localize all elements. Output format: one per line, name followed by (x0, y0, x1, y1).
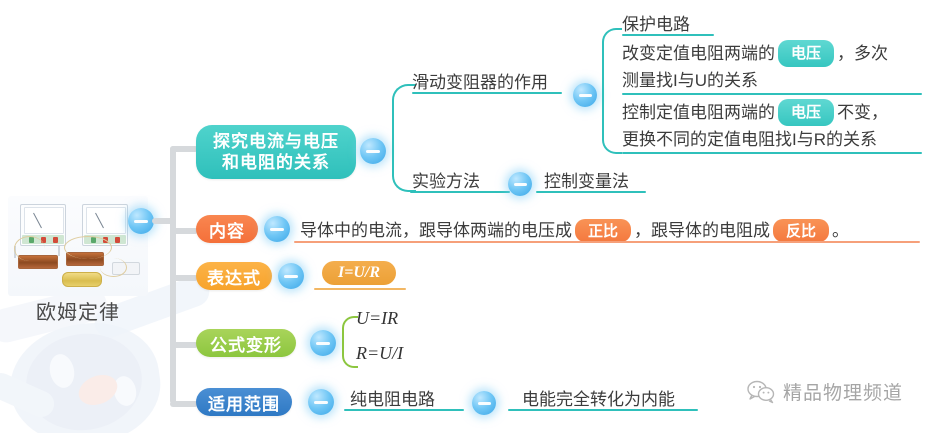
node-ohm-statement[interactable]: 导体中的电流，跟导体两端的电压成正比，跟导体的电阻成反比。 (300, 216, 849, 243)
statement-pre: 导体中的电流，跟导体两端的电压成 (300, 221, 572, 240)
bracket-teal-level3 (602, 28, 622, 154)
badge-direct-proportion: 正比 (575, 219, 632, 243)
collapse-button-investigation[interactable] (360, 138, 386, 164)
branch-stub (170, 275, 198, 281)
badge-voltage: 电压 (778, 40, 835, 68)
node-control-voltage[interactable]: 控制定值电阻两端的电压不变， 更换不同的定值电阻找I与R的关系 (622, 99, 922, 152)
circuit-diagram-image (8, 196, 148, 296)
branch-stub (170, 342, 198, 348)
battery-icon (62, 272, 102, 287)
badge-inverse-proportion: 反比 (773, 219, 830, 243)
collapse-button-root[interactable] (128, 208, 154, 234)
node-text-line2: 更换不同的定值电阻找I与R的关系 (622, 130, 877, 150)
underline-amber (314, 288, 406, 290)
underline-orange (294, 241, 920, 243)
root-label: 欧姆定律 (36, 302, 120, 324)
node-slide-rheostat-role[interactable]: 滑动变阻器的作用 (412, 73, 548, 92)
collapse-button-pure-resistive[interactable] (472, 391, 496, 415)
underline-teal (412, 92, 562, 94)
collapse-button-expression[interactable] (278, 263, 304, 289)
node-energy-conversion[interactable]: 电能完全转化为内能 (522, 390, 675, 409)
node-text-post: 不变， (837, 103, 889, 122)
trunk-connector (152, 218, 174, 224)
collapse-button-content[interactable] (264, 216, 290, 242)
branch-label-expression[interactable]: 表达式 (196, 262, 272, 290)
branch-label-investigation[interactable]: 探究电流与电压 和电阻的关系 (196, 125, 356, 179)
underline-teal (622, 93, 922, 95)
badge-voltage: 电压 (778, 99, 835, 127)
node-text-pre: 控制定值电阻两端的 (622, 103, 775, 122)
branch-stub (170, 401, 198, 407)
node-text-pre: 改变定值电阻两端的 (622, 44, 775, 63)
formula-badge-ohm-law: I=U/R (322, 261, 397, 285)
branch-stub (170, 146, 198, 152)
bracket-green (342, 316, 358, 368)
underline-teal (508, 409, 698, 411)
statement-post: 。 (832, 221, 850, 240)
branch-label-line1: 探究电流与电压 (213, 132, 339, 151)
watermark: 精品物理频道 (746, 378, 903, 405)
branch-label-formula-variants[interactable]: 公式变形 (196, 329, 296, 357)
underline-teal (622, 34, 714, 36)
root-node[interactable]: 欧姆定律 (8, 196, 148, 331)
node-text-post: ，多次 (837, 44, 889, 63)
underline-teal (410, 191, 510, 193)
collapse-button-method[interactable] (508, 172, 532, 196)
collapse-button-formula-variants[interactable] (310, 330, 336, 356)
node-control-variable-method[interactable]: 控制变量法 (544, 172, 629, 191)
underline-teal (536, 191, 646, 193)
node-text-line2: 测量找I与U的关系 (622, 71, 758, 91)
collapse-button-scope[interactable] (308, 389, 334, 415)
node-experiment-method[interactable]: 实验方法 (412, 172, 480, 191)
branch-label-scope[interactable]: 适用范围 (196, 388, 292, 416)
formula-r-equals-u-over-i[interactable]: R=U/I (356, 343, 404, 363)
underline-teal (344, 409, 464, 411)
branch-label-line2: 和电阻的关系 (222, 153, 330, 172)
branch-label-content[interactable]: 内容 (196, 215, 258, 243)
formula-u-equals-ir[interactable]: U=IR (356, 308, 399, 328)
underline-teal (622, 152, 922, 154)
wechat-icon (747, 380, 775, 403)
branch-stub (170, 228, 198, 234)
node-protect-circuit[interactable]: 保护电路 (622, 15, 690, 34)
statement-mid: ，跟导体的电阻成 (634, 221, 771, 240)
collapse-button-rheostat[interactable] (573, 83, 597, 107)
node-change-voltage[interactable]: 改变定值电阻两端的电压，多次 测量找I与U的关系 (622, 40, 922, 93)
watermark-text: 精品物理频道 (782, 383, 903, 404)
node-pure-resistive-circuit[interactable]: 纯电阻电路 (350, 390, 435, 409)
bracket-teal-level2 (392, 84, 416, 192)
